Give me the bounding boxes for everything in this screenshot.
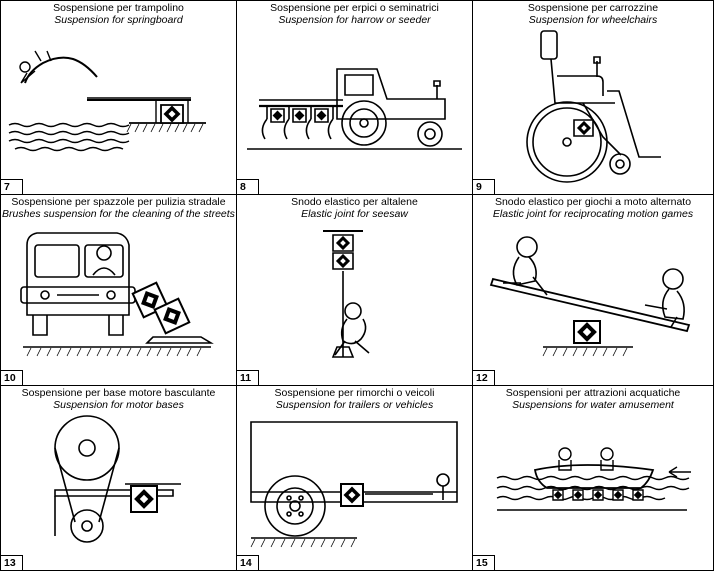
panel-water-raft: Sospensioni per attrazioni acquatiche Su… [473,386,714,571]
panel-number: 8 [237,179,259,194]
trailer-illustration [237,386,473,571]
panel-number: 12 [473,370,495,385]
seesaw-illustration [473,195,714,386]
panel-number: 13 [1,555,23,570]
panel-number: 14 [237,555,259,570]
panel-motor-base: Sospensione per base motore basculante S… [0,386,237,571]
panel-number: 15 [473,555,495,570]
panel-number: 9 [473,179,495,194]
panel-title-it: Sospensioni per attrazioni acquatiche [505,387,681,399]
panel-title-en: Suspension for harrow or seeder [278,14,431,26]
panel-title-it: Sospensione per trampolino [53,2,184,14]
swing-illustration [237,195,473,386]
panel-swing: Snodo elastico per altalene Elastic join… [237,195,473,386]
panel-harrow: Sospensione per erpici o seminatrici Sus… [237,0,473,195]
panel-title-it: Sospensione per spazzole per pulizia str… [11,196,226,208]
panel-title-en: Suspension for trailers or vehicles [275,399,434,411]
panel-number: 10 [1,370,23,385]
panel-seesaw: Snodo elastico per giochi a moto alterna… [473,195,714,386]
panel-title-it: Sospensione per base motore basculante [21,387,216,399]
panel-title-en: Elastic joint for seesaw [301,208,408,220]
panel-title-en: Brushes suspension for the cleaning of t… [2,208,235,220]
panel-springboard: Sospensione per trampolino Suspension fo… [0,0,237,195]
panel-title-it: Sospensione per rimorchi o veicoli [274,387,435,399]
wheelchair-illustration [473,1,714,195]
motor-base-illustration [1,386,237,571]
panel-title-en: Suspensions for water amusement [512,399,674,411]
panel-title-en: Elastic joint for reciprocating motion g… [492,208,694,220]
panel-street-sweeper: Sospensione per spazzole per pulizia str… [0,195,237,386]
springboard-illustration [1,1,237,195]
panel-title-it: Sospensione per erpici o seminatrici [270,2,439,14]
panel-title-en: Suspension for motor bases [53,399,184,411]
tractor-harrow-illustration [237,1,473,195]
panel-title-en: Suspension for wheelchairs [528,14,658,26]
panel-wheelchair: Sospensione per carrozzine Suspension fo… [473,0,714,195]
panel-title-en: Suspension for springboard [54,14,183,26]
panel-trailer: Sospensione per rimorchi o veicoli Suspe… [237,386,473,571]
panel-title-it: Sospensione per carrozzine [527,2,659,14]
panel-number: 11 [237,370,259,385]
water-raft-illustration [473,386,714,571]
panel-title-it: Snodo elastico per altalene [291,196,418,208]
street-sweeper-illustration [1,195,237,386]
panel-title-it: Snodo elastico per giochi a moto alterna… [494,196,692,208]
panel-number: 7 [1,179,23,194]
